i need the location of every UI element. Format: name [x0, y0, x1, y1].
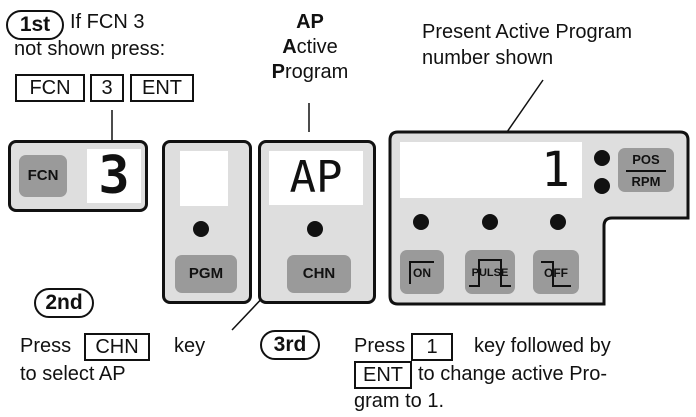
chn-panel: AP CHN [258, 140, 376, 304]
chn-led [307, 221, 323, 237]
present-connector [506, 79, 544, 133]
step3-badge: 3rd [260, 330, 320, 360]
on-key-label: ON [413, 266, 431, 280]
step1-text-line1: If FCN 3 [70, 11, 145, 33]
step1-text-line2: not shown press: [14, 38, 166, 60]
rpm-key-label: RPM [631, 174, 661, 189]
chn-display: AP [269, 151, 363, 205]
ap-label-line2: Active [282, 36, 338, 58]
chn-button[interactable]: CHN [287, 255, 351, 293]
off-led [550, 214, 566, 230]
pos-rpm-button[interactable]: POS RPM [618, 148, 674, 192]
pos-display: 1 [400, 142, 582, 198]
off-button[interactable]: OFF [533, 250, 579, 294]
off-key-label: OFF [544, 266, 568, 280]
fcn-panel: FCN 3 [8, 140, 148, 212]
step1-badge: 1st [6, 10, 64, 40]
step3-line3: gram to 1. [354, 390, 445, 412]
step3-after-key2: to change active Pro- [418, 363, 607, 385]
ap-label-line1: AP [296, 11, 324, 33]
pulse-led [482, 214, 498, 230]
present-label-line2: number shown [422, 47, 554, 69]
step1-key-ent: ENT [130, 74, 194, 102]
on-button[interactable]: ON [400, 250, 444, 294]
pgm-display [180, 151, 228, 206]
pulse-waveform-icon [469, 259, 511, 287]
fcn-display: 3 [87, 149, 141, 203]
pos-key-label: POS [632, 152, 660, 167]
step2-key-suffix: key [174, 335, 206, 357]
on-led [413, 214, 429, 230]
ap-label: AP Active Program [260, 10, 360, 85]
step3-press: Press [354, 335, 406, 357]
step2-badge: 2nd [34, 288, 94, 318]
step2-line2: to select AP [20, 363, 126, 385]
pos-display-value: 1 [541, 142, 570, 198]
step1-key-fcn: FCN [15, 74, 85, 102]
pos-led-top [594, 150, 610, 166]
step1-key-3: 3 [90, 74, 124, 102]
pgm-panel: PGM [162, 140, 252, 304]
step2-press: Press [20, 335, 72, 357]
present-label-line1: Present Active Program [422, 21, 633, 43]
step3-after-key1: key followed by [474, 335, 611, 357]
pos-led-bottom [594, 178, 610, 194]
pos-key-divider [626, 170, 666, 172]
pulse-button[interactable]: PULSE [465, 250, 515, 294]
chn-display-value: AP [289, 152, 343, 203]
off-waveform-icon [541, 261, 571, 287]
step2-key-chn: CHN [84, 333, 150, 361]
pgm-led [193, 221, 209, 237]
on-waveform-icon [409, 261, 434, 284]
step3-key-1: 1 [411, 333, 453, 361]
fcn-display-value: 3 [98, 146, 130, 206]
step3-key-ent: ENT [354, 361, 412, 389]
ap-label-line3: Program [271, 61, 349, 83]
fcn-button[interactable]: FCN [19, 155, 67, 197]
pulse-key-label: PULSE [471, 267, 509, 279]
pgm-button[interactable]: PGM [175, 255, 237, 293]
